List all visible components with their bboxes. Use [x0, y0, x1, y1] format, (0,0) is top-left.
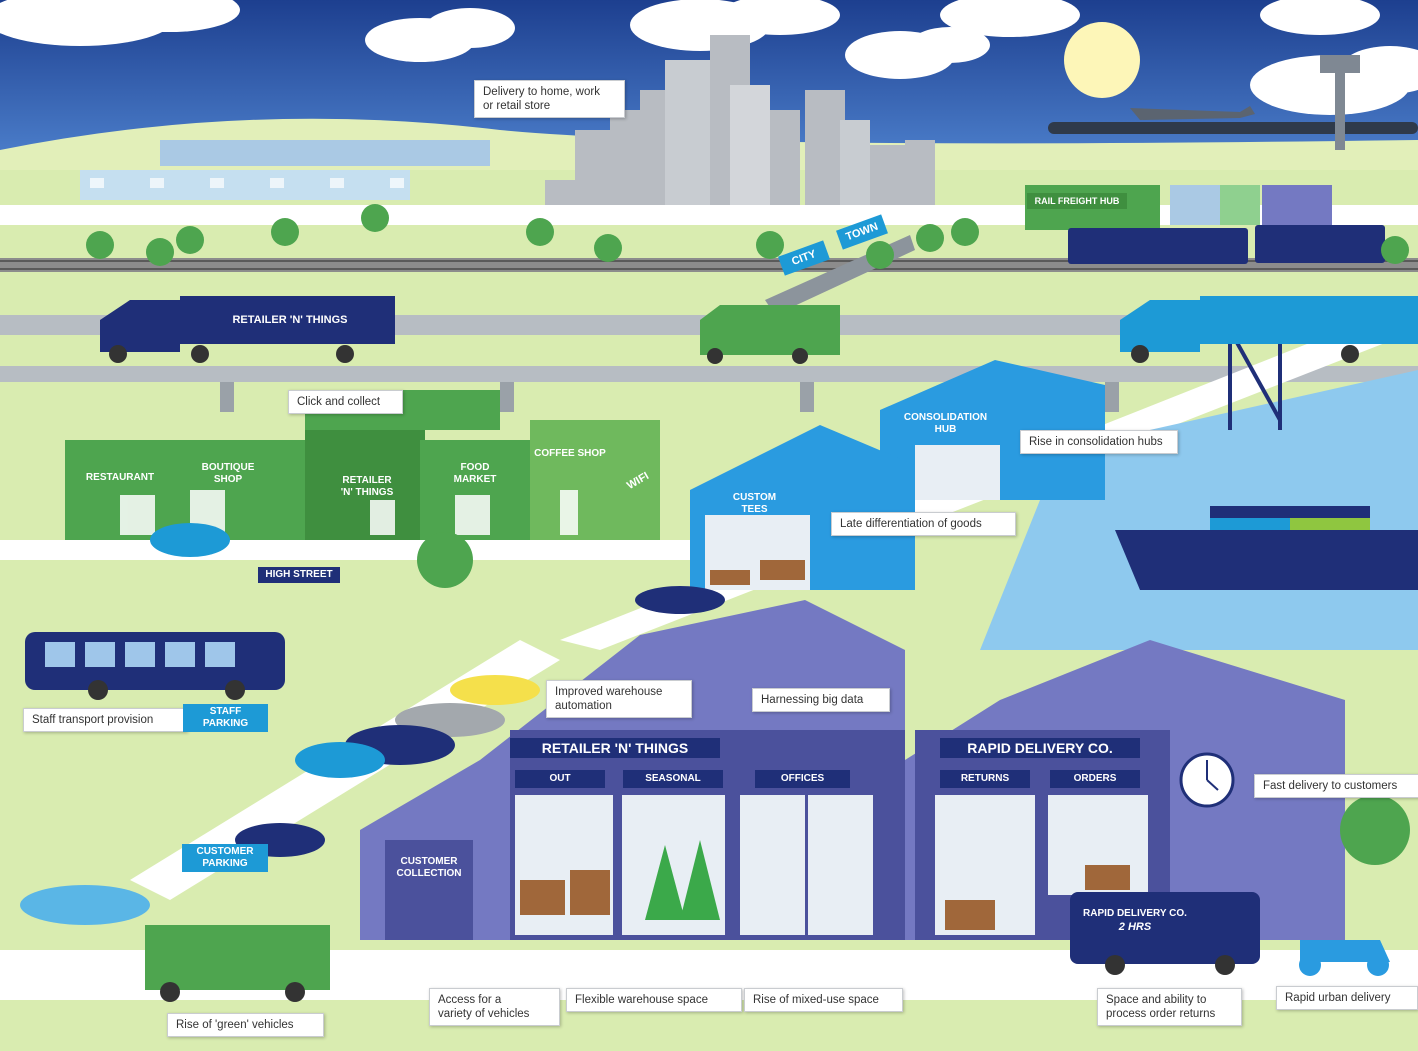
lower-road — [0, 950, 1418, 1000]
sign-food-market: FOOD MARKET — [453, 462, 497, 485]
sign-town: TOWN — [844, 220, 880, 244]
sign-seasonal: SEASONAL — [623, 770, 723, 788]
skyscrapers — [545, 35, 935, 210]
green-truck-highway — [700, 305, 840, 364]
sign-high-street: HIGH STREET — [258, 567, 340, 583]
containers — [1210, 506, 1370, 530]
flyover-pillars — [220, 382, 1119, 412]
sign-offices: OFFICES — [755, 770, 850, 788]
sign-boutique-shop: BOUTIQUE SHOP — [201, 462, 255, 485]
runway — [1048, 122, 1418, 134]
sign-city: CITY — [790, 248, 818, 268]
callout-fast-delivery: Fast delivery to customers — [1254, 774, 1418, 798]
callout-delivery-home: Delivery to home, work or retail store — [474, 80, 625, 118]
green-truck-parking — [145, 925, 330, 1002]
ship — [1115, 530, 1418, 590]
sun — [1064, 22, 1140, 98]
sign-restaurant: RESTAURANT — [85, 472, 155, 483]
sign-out: OUT — [515, 770, 605, 788]
callout-big-data: Harnessing big data — [752, 688, 890, 712]
truck-retailer — [100, 296, 395, 363]
sign-warehouse-retailer: RETAILER 'N' THINGS — [510, 738, 720, 758]
callout-warehouse-automation: Improved warehouse automation — [546, 680, 692, 718]
scooter — [1299, 940, 1390, 976]
truck-label: RETAILER 'N' THINGS — [232, 314, 348, 326]
control-tower — [1320, 55, 1360, 150]
consolidation-hub-building — [880, 360, 1105, 500]
callout-access-vehicles: Access for a variety of vehicles — [429, 988, 560, 1026]
callout-urban-delivery: Rapid urban delivery — [1276, 986, 1418, 1010]
callout-mixed-use: Rise of mixed-use space — [744, 988, 903, 1012]
sign-orders: ORDERS — [1050, 770, 1140, 788]
high-street-shops — [65, 390, 660, 540]
sign-staff-parking: STAFF PARKING — [183, 704, 268, 732]
hub-warehouses — [1170, 185, 1332, 225]
callout-staff-transport: Staff transport provision — [23, 708, 187, 732]
sign-rail-freight-hub: RAIL FREIGHT HUB — [1027, 193, 1127, 209]
sign-customer-parking: CUSTOMER PARKING — [182, 844, 268, 872]
van-label-time: 2 HRS — [1118, 921, 1152, 933]
callout-green-vehicles: Rise of 'green' vehicles — [167, 1013, 324, 1037]
sign-consolidation-hub: CONSOLIDATION HUB — [903, 412, 988, 435]
parked-cars — [20, 523, 725, 925]
callout-consolidation-hubs: Rise in consolidation hubs — [1020, 430, 1178, 454]
sign-retailer-shop: RETAILER 'N' THINGS — [340, 475, 394, 498]
houses — [80, 140, 490, 200]
sign-returns: RETURNS — [940, 770, 1030, 788]
callout-late-differentiation: Late differentiation of goods — [831, 512, 1016, 536]
sign-customer-collection: CUSTOMER COLLECTION — [396, 856, 462, 879]
blue-truck-port — [1120, 296, 1418, 363]
sign-wifi: WIFI — [624, 469, 652, 493]
van-label-company: RAPID DELIVERY CO. — [1083, 908, 1187, 919]
train — [1068, 225, 1385, 264]
callout-order-returns: Space and ability to process order retur… — [1097, 988, 1242, 1026]
christmas-trees — [645, 840, 720, 920]
callout-flexible-space: Flexible warehouse space — [566, 988, 742, 1012]
trees — [86, 204, 1410, 865]
clock-icon — [1179, 752, 1235, 808]
boxes — [520, 560, 1130, 930]
sign-rapid-delivery: RAPID DELIVERY CO. — [940, 738, 1140, 758]
callout-click-collect: Click and collect — [288, 390, 403, 414]
rapid-delivery-van — [1070, 892, 1260, 975]
sign-coffee-shop: COFFEE SHOP — [534, 448, 606, 459]
sign-custom-tees: CUSTOM TEES — [732, 492, 777, 515]
plane-icon — [1130, 106, 1255, 120]
bus — [25, 632, 285, 700]
